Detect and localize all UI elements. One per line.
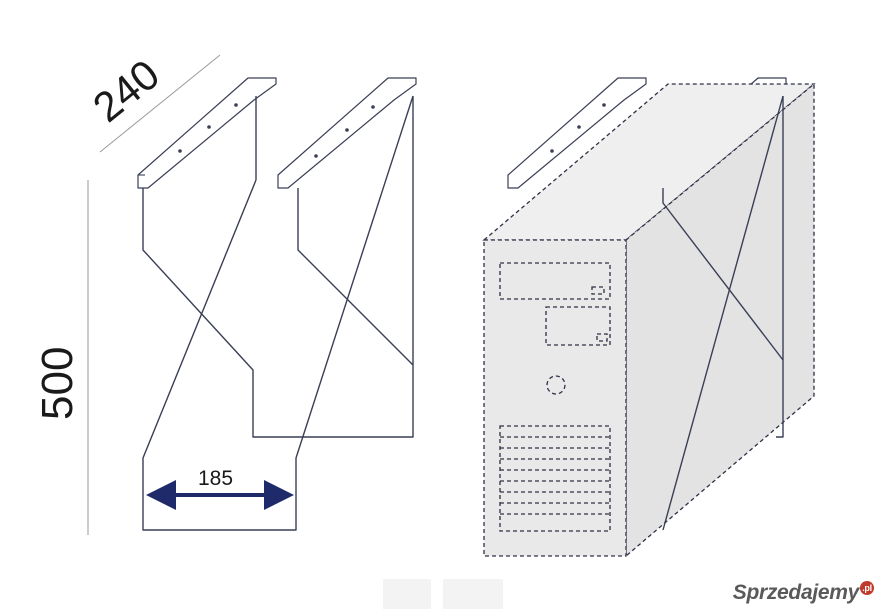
watermark-text: Sprzedajemy	[732, 581, 860, 604]
rail-back	[137, 77, 277, 189]
watermark-logo: Sprzedajemy.pl	[733, 581, 874, 605]
pc-case-front	[483, 239, 627, 557]
depth-dimension-line	[99, 54, 221, 153]
thumbnail-strip-2	[443, 579, 503, 609]
width-arrow	[146, 480, 294, 510]
drive-bay-large	[499, 262, 611, 300]
rail-back-mounted	[507, 77, 647, 189]
vent-grille	[499, 425, 611, 532]
thumbnail-strip-1	[383, 579, 431, 609]
power-button-icon	[546, 375, 566, 395]
bracket-with-pc-case	[482, 77, 816, 558]
drive-bay-small	[545, 306, 611, 346]
height-label: 500	[33, 347, 82, 420]
width-label: 185	[198, 467, 233, 490]
rail-front	[277, 77, 417, 189]
pc-case-side	[625, 82, 815, 558]
watermark-badge: .pl	[860, 581, 874, 595]
depth-label: 240	[84, 50, 168, 131]
bracket-left-standalone: 185	[137, 77, 417, 531]
